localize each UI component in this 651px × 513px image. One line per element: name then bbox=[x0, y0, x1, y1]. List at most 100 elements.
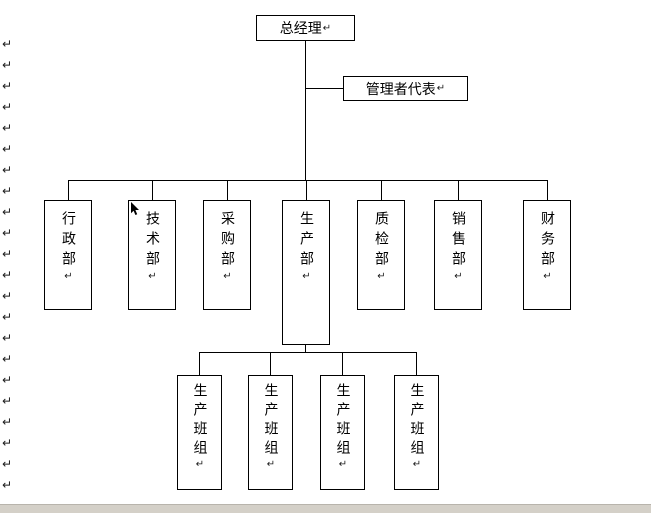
team-node[interactable]: 生产班组↵ bbox=[320, 352, 365, 490]
paragraph-mark: ↵ bbox=[2, 100, 13, 114]
department-text: 技术部↵ bbox=[142, 201, 162, 309]
node-label: 质检部 bbox=[373, 211, 389, 271]
department-text: 采购部↵ bbox=[217, 201, 237, 309]
paragraph-mark: ↵ bbox=[2, 205, 13, 219]
department-text: 行政部↵ bbox=[58, 201, 78, 309]
team-box[interactable]: 生产班组↵ bbox=[394, 375, 439, 490]
connector-root-vertical bbox=[305, 41, 306, 180]
node-label: 生产部 bbox=[298, 211, 314, 271]
department-node[interactable]: 技术部↵ bbox=[128, 180, 176, 310]
paragraph-mark: ↵ bbox=[2, 310, 13, 324]
connector-departments-horizontal bbox=[68, 180, 548, 181]
team-box[interactable]: 生产班组↵ bbox=[177, 375, 222, 490]
paragraph-mark: ↵ bbox=[2, 394, 13, 408]
paragraph-mark: ↵ bbox=[2, 478, 13, 492]
paragraph-mark: ↵ bbox=[2, 79, 13, 93]
connector-drop-line bbox=[199, 352, 200, 375]
department-text: 生产部↵ bbox=[296, 201, 316, 344]
paragraph-mark: ↵ bbox=[194, 459, 206, 470]
cursor-icon bbox=[131, 202, 139, 215]
paragraph-mark: ↵ bbox=[436, 83, 446, 94]
node-label: 生产班组 bbox=[191, 383, 208, 459]
connector-drop-line bbox=[546, 180, 548, 200]
node-label: 技术部 bbox=[144, 211, 160, 271]
department-box[interactable]: 生产部↵ bbox=[282, 200, 330, 345]
node-label: 生产班组 bbox=[408, 383, 425, 459]
team-box[interactable]: 生产班组↵ bbox=[320, 375, 365, 490]
paragraph-marks-column: ↵ ↵ ↵ ↵ ↵ ↵ ↵ ↵ ↵ ↵ ↵ ↵ ↵ ↵ ↵ ↵ bbox=[2, 34, 12, 496]
team-node[interactable]: 生产班组↵ bbox=[394, 352, 439, 490]
department-node[interactable]: 销售部↵ bbox=[434, 180, 482, 310]
connector-teams-horizontal bbox=[199, 352, 417, 353]
department-node[interactable]: 质检部↵ bbox=[357, 180, 405, 310]
connector-drop-line bbox=[151, 180, 153, 200]
team-text: 生产班组↵ bbox=[407, 376, 427, 489]
department-text: 财务部↵ bbox=[537, 201, 557, 309]
connector-drop-line bbox=[457, 180, 459, 200]
paragraph-mark: ↵ bbox=[63, 271, 74, 282]
team-text: 生产班组↵ bbox=[333, 376, 353, 489]
node-label: 财务部 bbox=[539, 211, 555, 271]
paragraph-mark: ↵ bbox=[2, 163, 13, 177]
department-box[interactable]: 质检部↵ bbox=[357, 200, 405, 310]
paragraph-mark: ↵ bbox=[2, 184, 13, 198]
paragraph-mark: ↵ bbox=[2, 247, 13, 261]
connector-production-vertical bbox=[305, 345, 306, 352]
page-bottom-edge bbox=[0, 504, 651, 513]
node-general-manager[interactable]: 总经理↵ bbox=[256, 15, 355, 41]
department-node[interactable]: 财务部↵ bbox=[523, 180, 571, 310]
node-management-representative[interactable]: 管理者代表↵ bbox=[343, 76, 468, 101]
paragraph-mark: ↵ bbox=[222, 271, 233, 282]
connector-drop-line bbox=[416, 352, 417, 375]
paragraph-mark: ↵ bbox=[2, 289, 13, 303]
connector-drop-line bbox=[380, 180, 382, 200]
paragraph-mark: ↵ bbox=[2, 457, 13, 471]
paragraph-mark: ↵ bbox=[2, 268, 13, 282]
paragraph-mark: ↵ bbox=[453, 271, 464, 282]
paragraph-mark: ↵ bbox=[265, 459, 277, 470]
connector-representative bbox=[306, 88, 343, 89]
paragraph-mark: ↵ bbox=[411, 459, 423, 470]
node-label: 管理者代表 bbox=[365, 81, 436, 98]
department-box[interactable]: 采购部↵ bbox=[203, 200, 251, 310]
paragraph-mark: ↵ bbox=[2, 331, 13, 345]
team-node[interactable]: 生产班组↵ bbox=[248, 352, 293, 490]
connector-drop-line bbox=[226, 180, 228, 200]
department-text: 质检部↵ bbox=[371, 201, 391, 309]
paragraph-mark: ↵ bbox=[2, 142, 13, 156]
connector-drop-line bbox=[67, 180, 69, 200]
department-box[interactable]: 销售部↵ bbox=[434, 200, 482, 310]
paragraph-mark: ↵ bbox=[147, 271, 158, 282]
department-box[interactable]: 技术部↵ bbox=[128, 200, 176, 310]
paragraph-mark: ↵ bbox=[2, 352, 13, 366]
paragraph-mark: ↵ bbox=[2, 37, 13, 51]
paragraph-mark: ↵ bbox=[337, 459, 349, 470]
department-node[interactable]: 生产部↵ bbox=[282, 180, 330, 345]
node-label: 行政部 bbox=[60, 211, 76, 271]
team-box[interactable]: 生产班组↵ bbox=[248, 375, 293, 490]
paragraph-mark: ↵ bbox=[2, 58, 13, 72]
department-box[interactable]: 行政部↵ bbox=[44, 200, 92, 310]
paragraph-mark: ↵ bbox=[2, 415, 13, 429]
department-node[interactable]: 行政部↵ bbox=[44, 180, 92, 310]
node-label: 销售部 bbox=[450, 211, 466, 271]
paragraph-mark: ↵ bbox=[2, 436, 13, 450]
node-label: 生产班组 bbox=[262, 383, 279, 459]
paragraph-mark: ↵ bbox=[2, 121, 13, 135]
connector-drop-line bbox=[342, 352, 343, 375]
paragraph-mark: ↵ bbox=[322, 22, 332, 34]
paragraph-mark: ↵ bbox=[542, 271, 553, 282]
department-text: 销售部↵ bbox=[448, 201, 468, 309]
department-node[interactable]: 采购部↵ bbox=[203, 180, 251, 310]
node-label: 总经理 bbox=[279, 21, 322, 37]
team-text: 生产班组↵ bbox=[261, 376, 281, 489]
node-label: 生产班组 bbox=[334, 383, 351, 459]
connector-drop-line bbox=[305, 180, 307, 200]
team-text: 生产班组↵ bbox=[190, 376, 210, 489]
paragraph-mark: ↵ bbox=[2, 226, 13, 240]
paragraph-mark: ↵ bbox=[2, 373, 13, 387]
team-node[interactable]: 生产班组↵ bbox=[177, 352, 222, 490]
paragraph-mark: ↵ bbox=[301, 271, 312, 282]
department-box[interactable]: 财务部↵ bbox=[523, 200, 571, 310]
